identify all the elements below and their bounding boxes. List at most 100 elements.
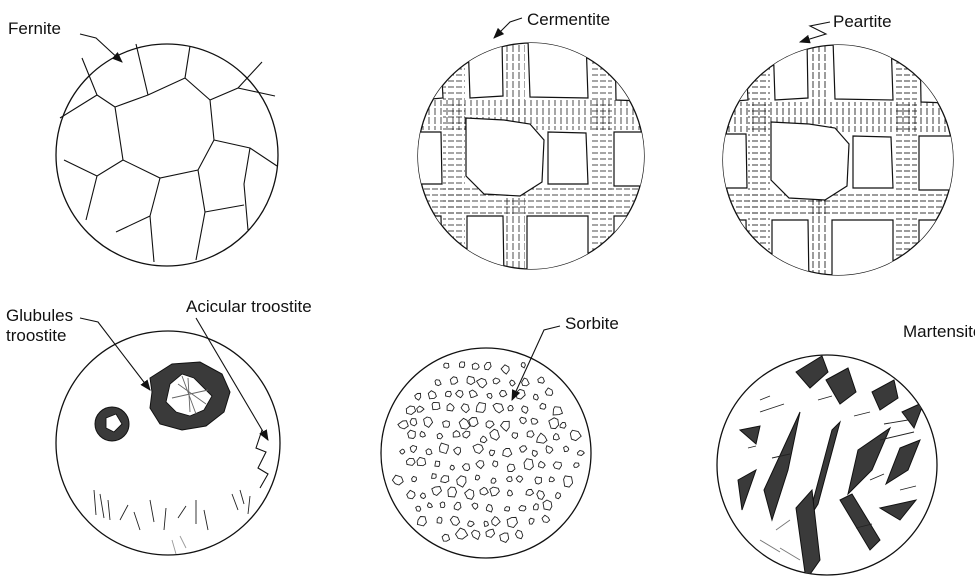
sorbite-particle [533,504,538,510]
sorbite-particle [532,450,537,456]
sorbite-particle [432,474,437,479]
sorbite-particle [462,464,469,471]
label-peartite: Peartite [833,12,892,32]
sorbite-particle [472,530,481,539]
sorbite-particle [564,446,569,452]
sorbite-particle [426,449,432,455]
sorbite-particle [461,404,469,413]
sorbite-particle [508,405,514,410]
sorbite-particle [424,417,433,427]
sorbite-particle [524,459,533,470]
sorbite-particle [574,463,580,468]
sorbite-particle [520,417,527,424]
sorbite-particle [476,461,484,469]
sorbite-particle [490,487,500,496]
sorbite-particle [493,461,498,467]
sorbite-particle [472,503,478,509]
sorbite-particle [406,458,415,465]
sorbite-particle [456,390,464,397]
sorbite-particle [416,506,421,511]
sorbite-particle [490,429,500,440]
sorbite-particle [472,363,479,369]
sorbite-particle [447,403,454,411]
sorbite-particle [564,476,573,487]
sorbite-particle [444,363,449,368]
label-acicular-troostite: Acicular troostite [186,297,312,317]
peartite-sample [705,40,975,285]
sorbite-particle [542,515,550,522]
sorbite-particle [501,365,509,374]
sorbite-particle [493,378,500,384]
sorbite-particle [484,362,491,370]
label-cementite: Cermentite [527,10,610,30]
sorbite-particle [493,403,504,413]
sorbite-particle [522,406,528,414]
sorbite-particle [459,418,470,429]
sorbite-particle [535,477,542,484]
sorbite-particle [460,362,465,368]
sorbite-particle [432,487,442,496]
sorbite-particle [503,449,512,457]
sorbite-particle [468,521,475,527]
cementite-arrow [494,18,522,38]
sorbite-particle [432,402,440,409]
sorbite-particle [417,406,424,412]
sorbite-particle [407,490,415,499]
sorbite-particle [410,446,416,453]
sorbite-particle [415,393,421,400]
sorbite-particle [560,423,566,429]
sorbite-particle [463,431,470,438]
sorbite-particle [480,487,488,495]
martensite-needles [738,356,924,580]
sorbite-particle [469,390,477,398]
sorbite-particle [501,421,510,431]
sorbite-particle [450,516,459,525]
sorbite-sample [381,348,591,558]
sorbite-particle [477,378,487,387]
sorbite-particle [400,449,405,454]
sorbite-particle [507,517,517,527]
glubules-arrow [80,318,150,390]
sorbite-particle [406,406,415,415]
sorbite-particle [577,451,584,456]
sorbite-particle [489,450,494,456]
peartite-arrow [800,22,830,42]
sorbite-particle [519,506,526,511]
sorbite-particle [448,487,457,497]
sorbite-particle [446,391,452,397]
sorbite-particle [508,490,513,496]
sorbite-particle [553,462,561,469]
sorbite-particle [486,529,495,537]
sorbite-particle [537,491,545,500]
troostite-circle [56,331,280,555]
label-fernite: Fernite [8,19,61,39]
sorbite-particle [420,493,425,499]
sorbite-particle [473,444,483,453]
sorbite-particle [510,380,516,386]
sorbite-particle [526,489,534,495]
sorbite-particle [522,378,530,386]
cementite-network [400,40,670,280]
sorbite-particle [392,475,403,485]
sorbite-particle [437,433,443,439]
sorbite-particle [549,418,559,429]
sorbite-particle [442,534,450,541]
sorbite-particles [392,362,584,543]
sorbite-particle [408,430,416,438]
sorbite-particle [512,433,518,439]
sorbite-particle [484,521,489,526]
sorbite-particle [540,403,546,409]
sorbite-particle [427,503,432,508]
sorbite-particle [537,433,547,443]
fernite-grain-boundaries [60,44,277,262]
sorbite-particle [553,407,562,415]
sorbite-particle [507,477,513,482]
sorbite-arrow [512,326,560,400]
sorbite-particle [450,377,458,384]
sorbite-particle [520,446,527,452]
label-sorbite: Sorbite [565,314,619,334]
sorbite-particle [398,421,408,429]
sorbite-particle [457,476,466,487]
troostite-sample [56,331,280,555]
